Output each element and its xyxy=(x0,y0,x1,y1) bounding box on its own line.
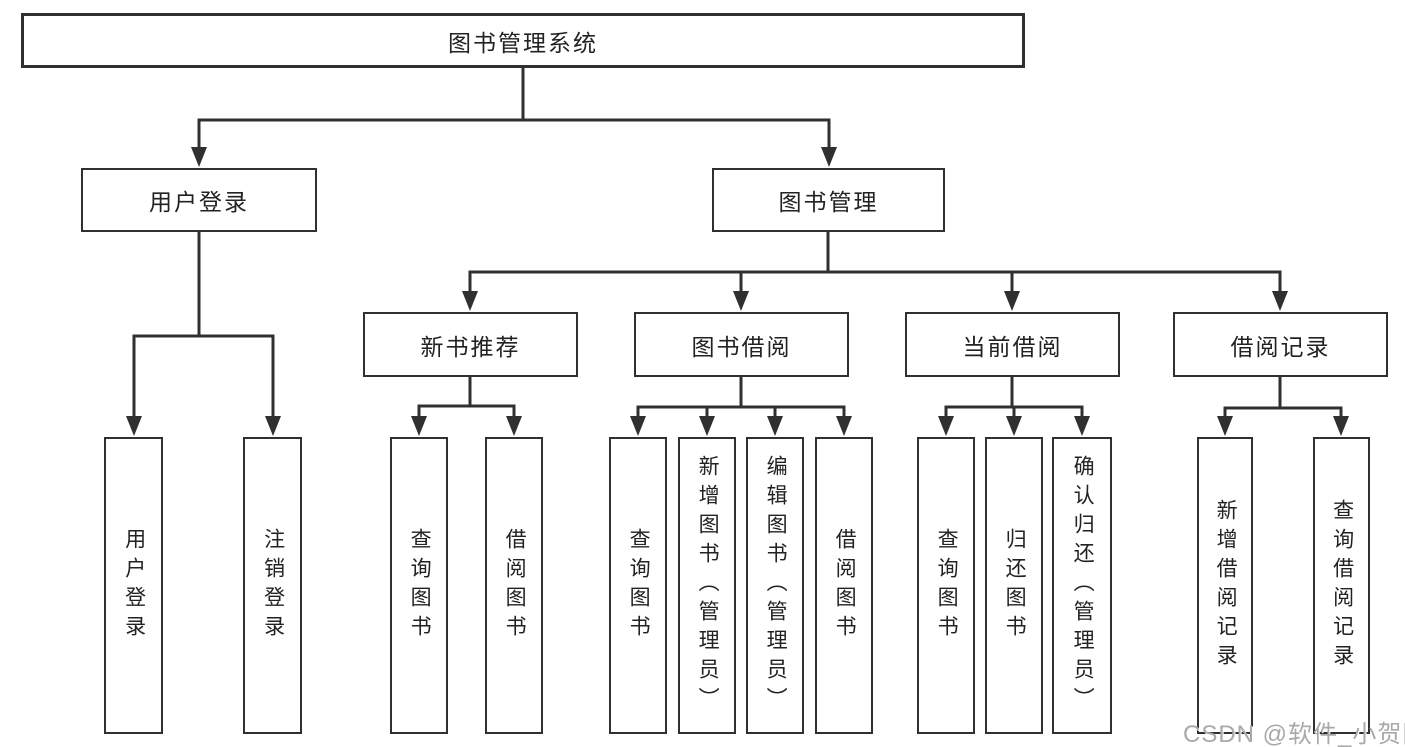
leaf-logout: 注销登录 xyxy=(243,437,302,734)
node-current-borrow: 当前借阅 xyxy=(905,312,1120,377)
leaf-query-books-borrow: 查询图书 xyxy=(609,437,667,734)
node-label: 编辑图书（管理员） xyxy=(764,455,788,716)
node-label: 查询图书 xyxy=(408,527,432,644)
leaf-user-login: 用户登录 xyxy=(104,437,163,734)
node-label: 用户登录 xyxy=(149,189,249,215)
node-label: 新增图书（管理员） xyxy=(696,455,720,716)
node-label: 图书管理 xyxy=(778,189,879,215)
node-borrow-records: 借阅记录 xyxy=(1173,312,1388,377)
node-root-system: 图书管理系统 xyxy=(21,13,1025,68)
leaf-query-books-current: 查询图书 xyxy=(917,437,975,734)
node-label: 注销登录 xyxy=(261,527,285,644)
node-label: 新增借阅记录 xyxy=(1214,498,1238,673)
leaf-borrow-books-recommend: 借阅图书 xyxy=(485,437,543,734)
arrowheads xyxy=(126,147,1349,436)
node-label: 借阅图书 xyxy=(833,527,857,644)
node-label: 新书推荐 xyxy=(420,333,521,360)
node-book-borrow: 图书借阅 xyxy=(634,312,849,377)
node-label: 查询图书 xyxy=(627,527,651,644)
node-label: 归还图书 xyxy=(1003,527,1027,644)
node-user-login: 用户登录 xyxy=(81,168,317,232)
node-label: 查询图书 xyxy=(935,527,959,644)
node-label: 借阅记录 xyxy=(1230,333,1331,360)
csdn-watermark: CSDN @软件_小贺同学 xyxy=(1183,721,1405,747)
leaf-borrow-books: 借阅图书 xyxy=(815,437,873,734)
node-label: 当前借阅 xyxy=(962,333,1063,360)
leaf-query-books-recommend: 查询图书 xyxy=(390,437,448,734)
node-book-management: 图书管理 xyxy=(712,168,945,232)
node-label: 查询借阅记录 xyxy=(1330,498,1354,673)
node-label: 用户登录 xyxy=(122,527,146,644)
leaf-query-borrow-record: 查询借阅记录 xyxy=(1313,437,1370,734)
leaf-edit-books-admin: 编辑图书（管理员） xyxy=(746,437,804,734)
node-label: 借阅图书 xyxy=(503,527,527,644)
node-label: 图书管理系统 xyxy=(448,29,598,56)
leaf-add-borrow-record: 新增借阅记录 xyxy=(1197,437,1253,734)
node-label: 确认归还（管理员） xyxy=(1071,455,1095,716)
leaf-add-books-admin: 新增图书（管理员） xyxy=(678,437,736,734)
leaf-confirm-return-admin: 确认归还（管理员） xyxy=(1052,437,1112,734)
node-new-book-recommend: 新书推荐 xyxy=(363,312,578,377)
node-label: 图书借阅 xyxy=(691,333,792,360)
leaf-return-books: 归还图书 xyxy=(985,437,1043,734)
